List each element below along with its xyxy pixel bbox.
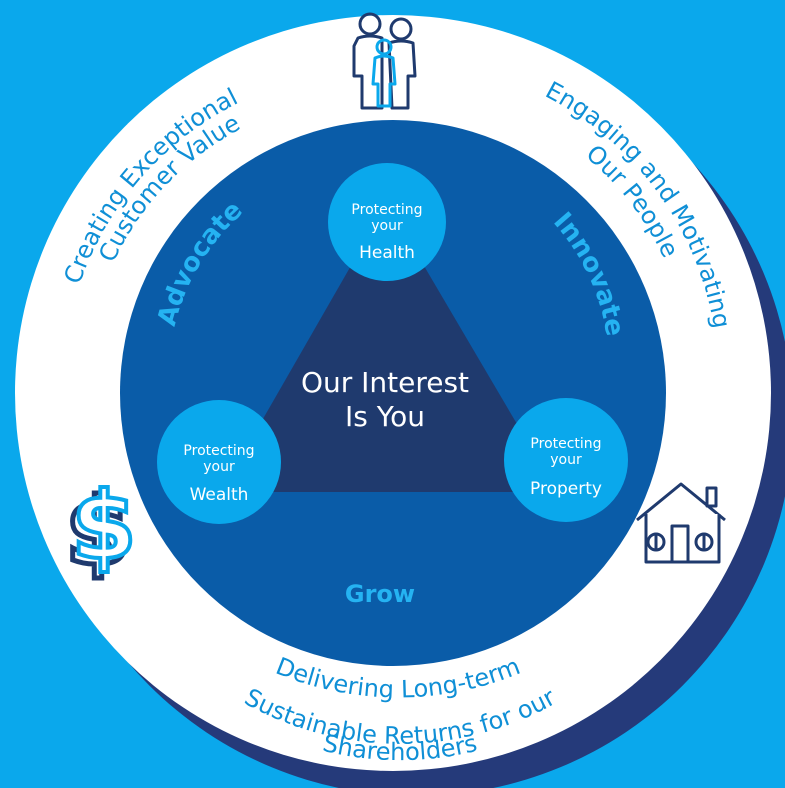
node-property-line3: Property xyxy=(530,479,602,499)
center-text-line2: Is You xyxy=(345,400,425,433)
house-icon xyxy=(636,482,726,564)
svg-text:$: $ xyxy=(71,472,136,581)
node-health-line1: Protecting xyxy=(351,202,422,218)
family-icon xyxy=(352,12,417,110)
node-wealth-line2: your xyxy=(203,459,235,475)
node-wealth-line3: Wealth xyxy=(190,485,249,505)
node-wealth: Protecting your Wealth xyxy=(157,400,281,524)
node-property: Protecting your Property xyxy=(504,398,628,522)
dollar-icon: $ $ xyxy=(63,470,139,590)
inner-label-grow: Grow xyxy=(345,580,415,608)
node-property-line1: Protecting xyxy=(530,436,601,452)
node-wealth-line1: Protecting xyxy=(183,443,254,459)
center-triangle xyxy=(221,203,557,492)
svg-text:$: $ xyxy=(65,478,130,587)
node-health: Protecting your Health xyxy=(328,163,446,281)
node-health-line3: Health xyxy=(359,243,415,263)
node-property-line2: your xyxy=(550,452,582,468)
center-text-line1: Our Interest xyxy=(301,366,469,399)
node-health-line2: your xyxy=(371,218,403,234)
